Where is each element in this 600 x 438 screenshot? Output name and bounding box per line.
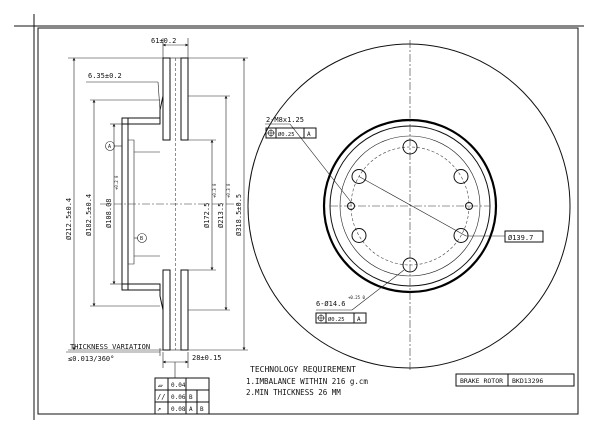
tol-row3-ref2: B xyxy=(200,406,204,413)
rotor-face-right-upper xyxy=(180,57,189,141)
thread-label: 2-M8x1.25 xyxy=(266,116,304,124)
part-number: BKD13296 xyxy=(512,377,543,385)
dim-overall-width: 61±0.2 xyxy=(151,37,176,45)
bolt-hole-6 xyxy=(351,169,367,184)
bolt-hole-4 xyxy=(402,257,418,273)
dim-d108: Ø108.08 xyxy=(105,198,113,228)
thickness-variation-label: THICKNESS VARIATION xyxy=(70,343,150,351)
dim-d108-tol: +0.2 0 xyxy=(114,175,119,190)
dim-d172-tol: +0.3 0 xyxy=(212,183,217,198)
thread-fcf-tol: Ø0.25 xyxy=(278,131,295,138)
tol-row3-ref1: A xyxy=(189,406,193,413)
thickness-dims xyxy=(66,348,189,379)
bolt-hole-3 xyxy=(453,228,469,243)
tol-row2-value: 0.06 xyxy=(171,394,186,401)
rotor-face-left-lower xyxy=(162,269,171,351)
thread-fcf-datum: A xyxy=(307,131,311,138)
dim-thickness: 28±0.15 xyxy=(192,354,222,362)
front-view xyxy=(247,40,571,372)
hat-top-flange xyxy=(121,117,161,125)
bolt-hole-2 xyxy=(453,169,469,184)
dim-d212: Ø212.5±0.4 xyxy=(65,198,73,240)
tol-row1-value: 0.04 xyxy=(171,382,186,389)
title-block xyxy=(455,373,575,387)
pcd-label: Ø139.7 xyxy=(508,234,533,242)
tol-row1-symbol: ▱ xyxy=(158,381,163,390)
dim-d182: Ø182.5±0.4 xyxy=(85,194,93,236)
dim-d213: Ø213.5 xyxy=(217,203,225,228)
dim-d172: Ø172.5 xyxy=(203,203,211,228)
rotor-face-right-lower xyxy=(180,269,189,351)
holes-fcf-tol: Ø0.25 xyxy=(328,316,345,323)
dim-hat-thickness: 6.35±0.2 xyxy=(88,72,122,80)
tol-row3-symbol: ↗ xyxy=(157,405,161,413)
section-view xyxy=(68,38,248,351)
datum-b-letter: B xyxy=(140,236,143,242)
hat-bottom-flange xyxy=(121,283,161,291)
threaded-hole-2 xyxy=(465,202,473,210)
requirements-title: TECHNOLOGY REQUIREMENT xyxy=(250,365,356,374)
requirement-2: 2.MIN THICKNESS 26 MM xyxy=(246,388,341,397)
datum-a-letter: A xyxy=(108,144,111,150)
holes-fcf xyxy=(315,312,367,324)
thread-fcf xyxy=(265,127,317,139)
holes-label: 6-Ø14.6 xyxy=(316,300,346,308)
part-name: BRAKE ROTOR xyxy=(460,377,503,385)
tolerance-table xyxy=(154,377,210,415)
tol-row2-ref1: B xyxy=(189,394,193,401)
thickness-variation-value: ≤0.013/360° xyxy=(68,355,114,363)
drawing-border xyxy=(14,14,584,420)
dim-d213-tol: +0.3 0 xyxy=(226,183,231,198)
tol-row3-value: 0.08 xyxy=(171,406,186,413)
threaded-hole-1 xyxy=(347,202,355,210)
requirement-1: 1.IMBALANCE WITHIN 216 g.cm xyxy=(246,377,368,386)
pcd-box xyxy=(504,230,544,243)
bolt-hole-5 xyxy=(351,228,367,243)
bolt-hole-1 xyxy=(402,139,418,155)
holes-fcf-datum: A xyxy=(357,316,361,323)
tol-row2-symbol: // xyxy=(157,393,165,401)
dim-d318: Ø318.5±0.5 xyxy=(235,194,243,236)
rotor-face-left-upper xyxy=(162,57,171,141)
holes-tol: +0.25 0 xyxy=(348,295,365,300)
